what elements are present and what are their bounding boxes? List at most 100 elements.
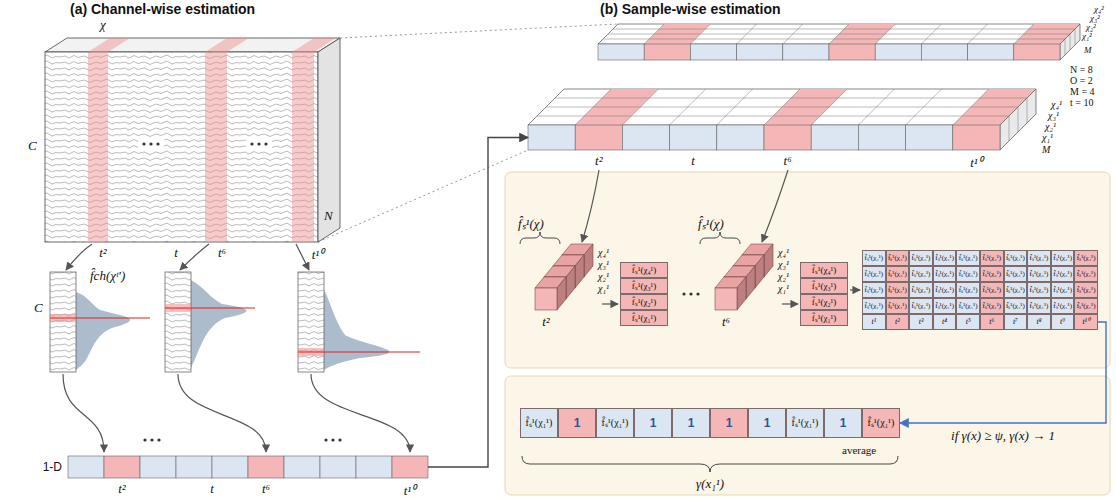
density-cell: f̂ₛ¹(χ₁¹) <box>1027 298 1051 314</box>
time-cell <box>670 125 717 150</box>
figure-part <box>1018 107 1019 132</box>
eeg-tensor <box>45 52 318 242</box>
ellipsis-dots <box>689 292 692 295</box>
sample-panel <box>505 376 1110 495</box>
flow-arrow <box>296 244 309 270</box>
density-cell: f̂ₛ¹(χ₄¹) <box>980 250 1004 266</box>
density-cell: f̂ₛ¹(χ₄¹) <box>862 250 886 266</box>
channel-slice <box>324 290 389 370</box>
density-cell: f̂ₛ¹(χ₂¹) <box>620 294 668 310</box>
time-label: t <box>210 481 214 497</box>
score-cell: f̂ₛ¹(χ₁¹) <box>520 408 558 438</box>
density-cell: f̂ₛ¹(χ₂¹) <box>1027 282 1051 298</box>
time-cell <box>356 456 392 478</box>
time-cell: t² <box>886 314 910 330</box>
density-cell: f̂ₛ¹(χ₃¹) <box>862 266 886 282</box>
time-cell: t⁶ <box>980 314 1004 330</box>
time-cell <box>104 456 140 478</box>
figure-part <box>555 98 1027 99</box>
density-cell: f̂ₛ¹(χ₁¹) <box>933 298 957 314</box>
figure-part <box>584 244 593 277</box>
score-table: f̂ₛ¹(χ₄¹)f̂ₛ¹(χ₄¹)f̂ₛ¹(χ₄¹)f̂ₛ¹(χ₄¹)f̂ₛ¹… <box>862 250 1098 330</box>
connector-arrow <box>900 322 1106 423</box>
time-cell <box>212 456 248 478</box>
panel-heading: (b) Sample-wise estimation <box>600 1 780 17</box>
channel-slice <box>298 272 324 372</box>
density-cell: f̂ₛ¹(χ₂¹) <box>956 282 980 298</box>
figure-part <box>1065 39 1066 55</box>
flow-arrow <box>178 374 266 452</box>
score-row: f̂ₛ¹(χ₁¹)1f̂ₛ¹(χ₁¹)1111f̂ₛ¹(χ₁¹)1f̂ₛ¹(χ₁… <box>520 408 900 438</box>
tensor-symbol: χ <box>100 17 106 33</box>
channel-slice <box>165 307 255 308</box>
time-cell <box>598 44 644 60</box>
density-cell: f̂ₛ¹(χ₄¹) <box>1074 250 1098 266</box>
eeg-tensor <box>318 38 340 242</box>
density-cell: f̂ₛ¹(χ₄¹) <box>886 250 910 266</box>
density-cell: f̂ₛ¹(χ₄¹) <box>1051 250 1075 266</box>
density-cell: f̂ₛ¹(χ₃¹) <box>620 278 668 294</box>
flow-arrow <box>602 303 618 304</box>
channel-slice <box>165 272 191 372</box>
figure-part <box>608 34 1070 35</box>
layer-label: χ₄¹ <box>598 247 609 258</box>
figure-part <box>537 116 1009 117</box>
flow-arrow <box>66 244 92 270</box>
layer-label: χ₁¹ <box>778 283 789 294</box>
time-cell: t⁹ <box>1051 314 1075 330</box>
density-cell: f̂ₛ¹(χ₂¹) <box>1074 282 1098 298</box>
time-cell <box>528 125 575 150</box>
density-cell: f̂ₛ¹(χ₄¹) <box>620 262 668 278</box>
cube-stack <box>715 244 773 310</box>
time-cell <box>906 125 953 150</box>
figure-part <box>613 29 1075 30</box>
time-label: t <box>691 153 695 169</box>
ellipsis-dots <box>331 438 334 441</box>
layer-label: χ₂¹ <box>778 271 789 282</box>
score-cell: 1 <box>748 408 786 438</box>
axis-label: M <box>1084 45 1092 55</box>
density-cell: f̂ₛ¹(χ₃¹) <box>1004 266 1028 282</box>
flow-arrow <box>180 244 209 270</box>
layer-label: χ₃¹ <box>598 259 609 270</box>
note-label: average <box>842 444 876 456</box>
density-cell: f̂ₛ¹(χ₁¹) <box>909 298 933 314</box>
eeg-tensor <box>149 142 152 145</box>
ellipsis-dots <box>696 292 699 295</box>
figure-part <box>764 244 773 277</box>
eeg-tensor <box>257 142 260 145</box>
density-cell: f̂ₛ¹(χ₁¹) <box>800 310 848 326</box>
density-label: f̂ₛ¹(χ) <box>698 214 724 232</box>
figure-part <box>557 277 566 310</box>
flow-arrow <box>63 374 104 452</box>
layer-label: χ₂¹ <box>1045 121 1056 132</box>
time-cell <box>575 125 622 150</box>
score-cell: 1 <box>634 408 672 438</box>
eeg-tensor <box>292 38 336 52</box>
density-cell: f̂ₛ¹(χ₃¹) <box>956 266 980 282</box>
flow-arrow <box>850 289 860 290</box>
time-cell <box>968 44 1014 60</box>
layer-label: χ₃² <box>1090 13 1100 23</box>
time-label: t⁶ <box>218 245 226 261</box>
flow-arrow <box>582 170 599 242</box>
density-cell: f̂ₛ¹(χ₄¹) <box>1004 250 1028 266</box>
time-cell <box>829 44 875 60</box>
density-cell: f̂ₛ¹(χ₂¹) <box>1051 282 1075 298</box>
flow-arrow <box>63 170 860 452</box>
time-cell <box>284 456 320 478</box>
time-cell <box>737 44 783 60</box>
flow-arrow <box>311 374 410 452</box>
stack-node: χ₄¹χ₃¹χ₂¹χ₁¹Mt²tt⁶t¹⁰ <box>528 125 1000 150</box>
time-label: t⁶ <box>722 314 730 330</box>
figure-part <box>755 255 764 288</box>
time-cell <box>690 44 736 60</box>
figure-part <box>546 107 1018 108</box>
score-cell: f̂ₛ¹(χ₁¹) <box>596 408 634 438</box>
layer-label: χ₂¹ <box>598 271 609 282</box>
axis-label: M <box>1042 144 1050 155</box>
figure-part <box>566 266 575 299</box>
time-cell: t³ <box>909 314 933 330</box>
layer-label: χ₄¹ <box>1051 99 1062 110</box>
time-cell: t¹⁰ <box>1074 314 1098 330</box>
